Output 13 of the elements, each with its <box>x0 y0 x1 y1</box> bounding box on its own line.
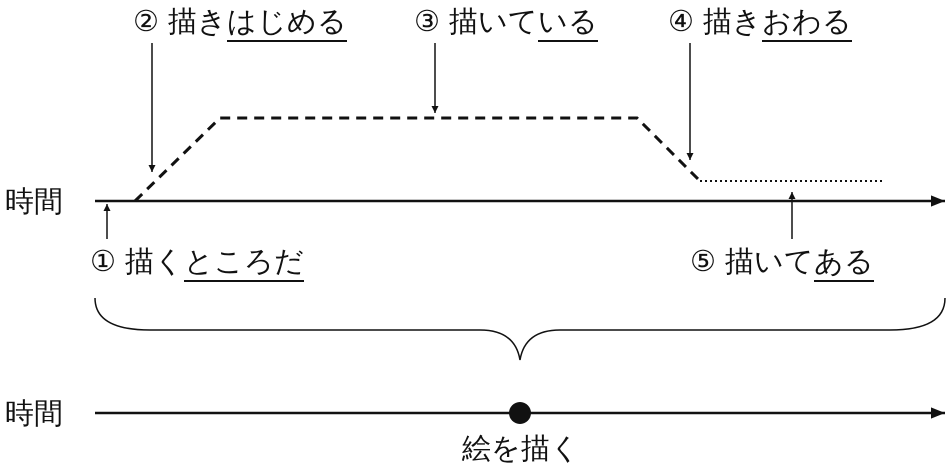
pointer-arrow <box>432 43 438 113</box>
stage-label: ① 描くところだ <box>90 243 304 279</box>
axis-label: 時間 <box>5 395 63 431</box>
axis-label: 時間 <box>5 183 63 219</box>
stage-label: ⑤ 描いてある <box>690 243 874 279</box>
stage-label: ③ 描いている <box>414 3 598 39</box>
pointer-arrow <box>788 192 796 239</box>
pointer-arrow <box>104 204 110 239</box>
pointer-arrow <box>686 43 694 160</box>
stage-label: ④ 描きおわる <box>668 3 852 39</box>
pointer-arrow <box>148 43 156 172</box>
stage-label: ② 描きはじめる <box>133 3 348 39</box>
stage-label: 絵を描く <box>462 430 580 466</box>
